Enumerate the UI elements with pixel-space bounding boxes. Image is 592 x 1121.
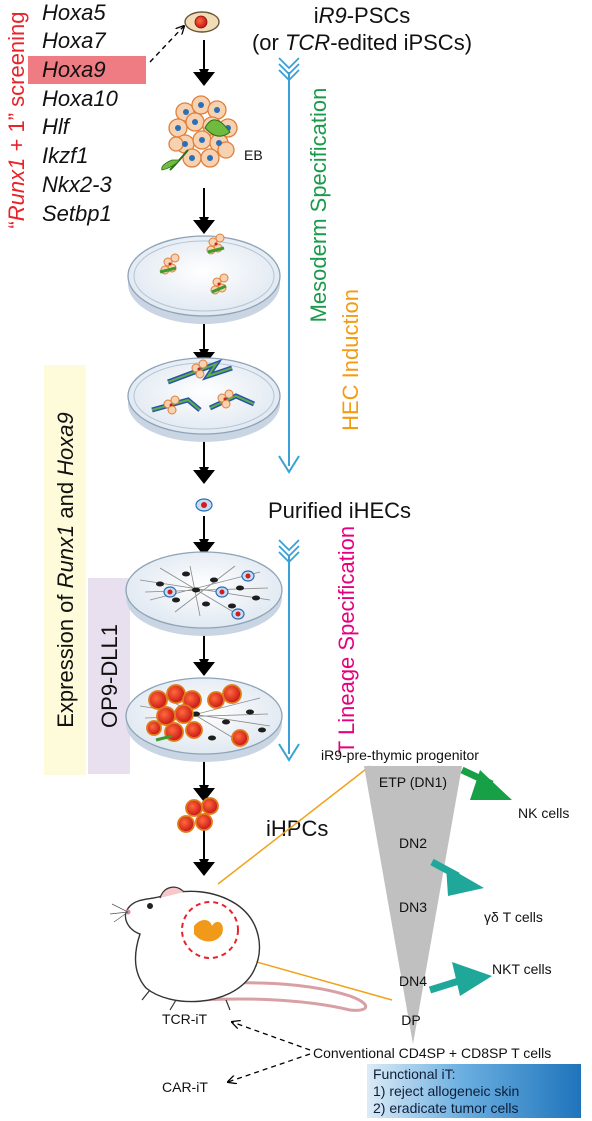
conventional-t-label: Conventional CD4SP + CD8SP T cells <box>313 1045 551 1061</box>
ihec-cell-icon <box>195 498 213 512</box>
nk-fate-arrow <box>460 766 512 800</box>
mesoderm-label: Mesoderm Specification <box>306 88 331 323</box>
screening-dashed-arrow <box>149 26 184 63</box>
gene-item: Nkx2-3 <box>42 172 112 197</box>
functional-item: 1) reject allogeneic skin <box>373 1083 519 1099</box>
stage-label: DN3 <box>399 899 427 915</box>
gd-t-cells-label: γδ T cells <box>484 909 543 925</box>
nk-cells-label: NK cells <box>518 805 569 821</box>
t-lineage-label: T Lineage Specification <box>334 526 359 754</box>
hec-label: HEC Induction <box>338 289 363 431</box>
functional-title: Functional iT: <box>373 1066 455 1082</box>
eb-label: EB <box>244 147 263 163</box>
car-it-label: CAR-iT <box>162 1079 208 1095</box>
tcr-it-dashed-arrow <box>232 1022 311 1051</box>
functional-box <box>367 1064 581 1118</box>
ihpcs-label: iHPCs <box>266 816 328 841</box>
expression-label: Expression of Runx1 and Hoxa9 <box>53 412 78 728</box>
nkt-cells-label: NKT cells <box>492 961 552 977</box>
op9-label: OP9-DLL1 <box>97 624 122 728</box>
progenitor-label: iR9-pre-thymic progenitor <box>321 747 479 763</box>
thymic-stage-triangle <box>364 766 462 1044</box>
culture-dish-icon <box>127 357 281 442</box>
expression-panel <box>44 365 86 775</box>
gene-highlight <box>28 56 146 84</box>
gene-item: Setbp1 <box>42 201 112 226</box>
gene-item: Hoxa5 <box>42 0 106 25</box>
gene-item: Ikzf1 <box>42 143 88 168</box>
gene-item: Hlf <box>42 114 72 139</box>
t-lineage-arrow <box>278 539 300 762</box>
stage-label: ETP (DN1) <box>379 774 447 790</box>
screening-label: “Runx1 + 1” screening <box>4 11 29 228</box>
gd-fate-arrow <box>430 858 484 896</box>
purified-ihecs-label: Purified iHECs <box>268 498 411 523</box>
stage-label: DN4 <box>399 973 427 989</box>
thymus-connector-line <box>217 765 371 885</box>
gene-list: Hoxa5 Hoxa7 Hoxa9 Hoxa10 Hlf Ikzf1 Nkx2-… <box>42 0 119 226</box>
mouse-icon <box>109 886 368 1012</box>
gene-item: Hoxa10 <box>42 86 119 111</box>
ihpc-cells-icon <box>177 797 219 833</box>
op9-dish-icon <box>125 551 283 636</box>
eb-colony-icon <box>159 233 229 295</box>
tcr-it-label: TCR-iT <box>162 1011 208 1027</box>
stromal-outgrowth-icon <box>151 358 256 415</box>
psc-cell-icon <box>184 11 220 33</box>
stage-label: DP <box>401 1012 420 1028</box>
mesoderm-arrow <box>278 57 300 474</box>
stage-label: DN2 <box>399 835 427 851</box>
gene-item-highlighted: Hoxa9 <box>42 57 106 82</box>
functional-item: 2) eradicate tumor cells <box>373 1100 519 1116</box>
nkt-fate-arrow <box>428 962 492 996</box>
embryoid-body-icon <box>161 95 238 171</box>
op9-panel <box>88 578 130 774</box>
source-line2: (or TCR-edited iPSCs) <box>252 30 472 55</box>
source-line1: iR9-PSCs <box>314 3 411 28</box>
hematopoietic-dish-icon <box>125 677 283 762</box>
culture-dish-icon <box>127 235 281 324</box>
car-it-dashed-arrow <box>228 1053 311 1082</box>
gene-item: Hoxa7 <box>42 28 106 53</box>
